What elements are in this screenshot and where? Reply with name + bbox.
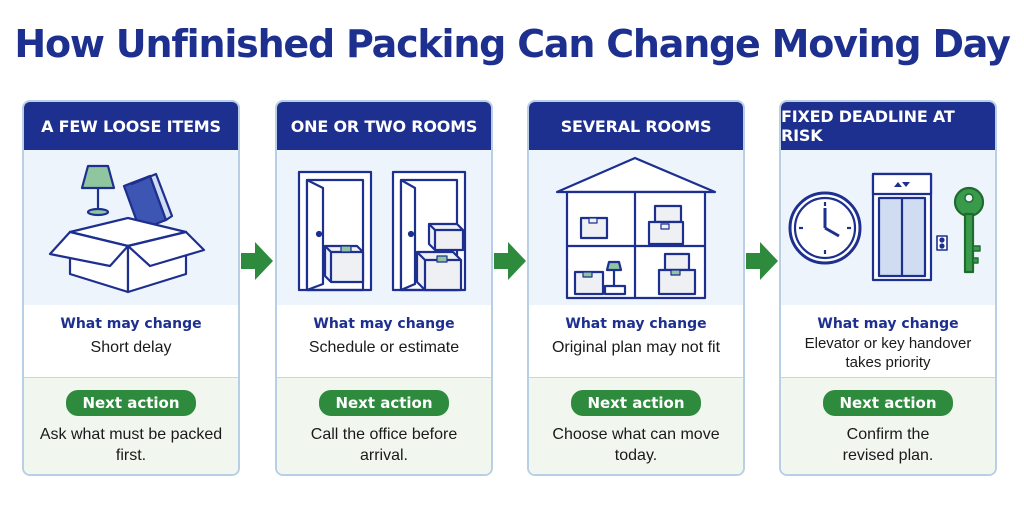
page-title: How Unfinished Packing Can Change Moving…: [14, 22, 1010, 66]
next-action-section: Next action Call the office before arriv…: [277, 378, 491, 474]
change-text: Short delay: [90, 339, 172, 356]
next-action-badge: Next action: [823, 390, 953, 416]
what-may-change-section: What may change Short delay: [24, 305, 238, 378]
action-text: Choose what can move today.: [552, 426, 720, 464]
what-may-change-label: What may change: [565, 316, 707, 332]
action-text: Confirm the revised plan.: [842, 426, 934, 464]
stage-card-fixed-deadline: FIXED DEADLINE AT RISK: [779, 100, 997, 476]
stage-header: A FEW LOOSE ITEMS: [24, 102, 238, 150]
clock-elevator-key-icon: [781, 150, 995, 306]
house-rooms-boxes-icon: [529, 150, 743, 306]
what-may-change-section: What may change Original plan may not fi…: [529, 305, 743, 378]
action-text: Call the office before arrival.: [310, 426, 458, 464]
change-text: Original plan may not fit: [551, 339, 721, 356]
what-may-change-section: What may change Elevator or key handover…: [781, 305, 995, 378]
stage-header: SEVERAL ROOMS: [529, 102, 743, 150]
next-action-badge: Next action: [66, 390, 196, 416]
next-action-section: Next action Choose what can move today.: [529, 378, 743, 474]
next-action-section: Next action Confirm the revised plan.: [781, 378, 995, 474]
next-action-section: Next action Ask what must be packed firs…: [24, 378, 238, 474]
action-text: Ask what must be packed first.: [39, 426, 223, 464]
change-text: Schedule or estimate: [308, 339, 460, 356]
stage-card-loose-items: A FEW LOOSE ITEMS What may change Short …: [22, 100, 240, 476]
stage-header: FIXED DEADLINE AT RISK: [781, 102, 995, 150]
what-may-change-label: What may change: [313, 316, 455, 332]
what-may-change-label: What may change: [60, 316, 202, 332]
stage-header: ONE OR TWO ROOMS: [277, 102, 491, 150]
arrow-right-icon: [241, 242, 273, 280]
next-action-badge: Next action: [319, 390, 449, 416]
next-action-badge: Next action: [571, 390, 701, 416]
what-may-change-label: What may change: [817, 316, 959, 332]
stage-card-one-or-two-rooms: ONE OR TWO ROOMS What may change: [275, 100, 493, 476]
arrow-right-icon: [494, 242, 526, 280]
stage-card-several-rooms: SEVERAL ROOMS What may change: [527, 100, 745, 476]
open-box-lamp-book-icon: [24, 150, 238, 306]
arrow-right-icon: [746, 242, 778, 280]
what-may-change-section: What may change Schedule or estimate: [277, 305, 491, 378]
doorways-boxes-icon: [277, 150, 491, 306]
change-text: Elevator or key handover takes priority: [804, 335, 972, 371]
